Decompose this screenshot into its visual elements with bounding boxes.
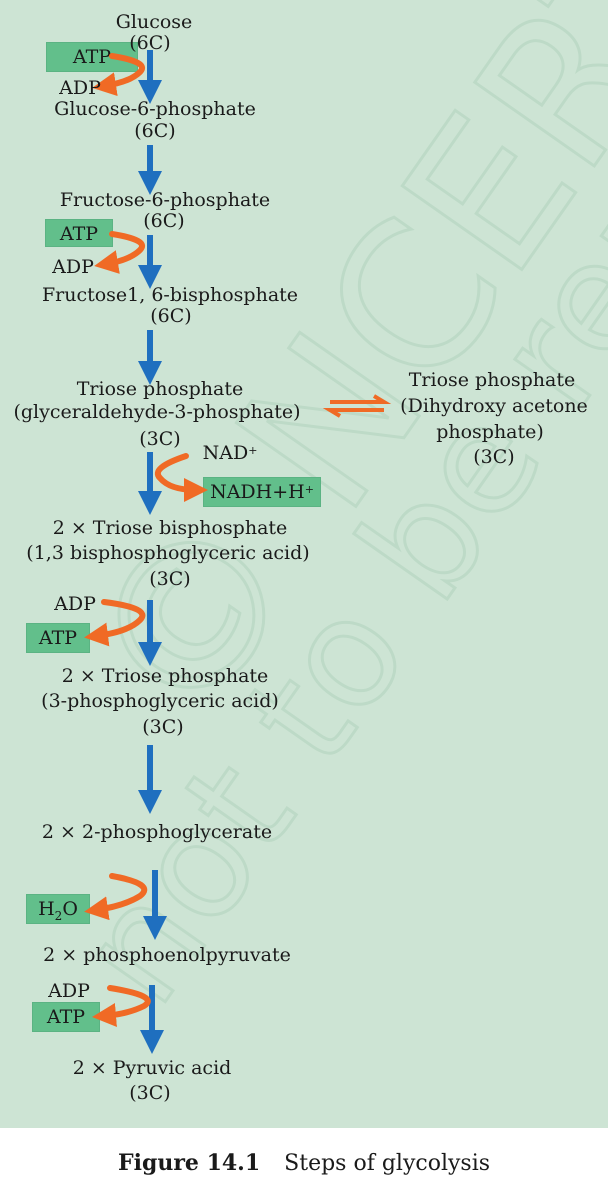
triose-right-line2: (Dihydroxy acetone bbox=[400, 395, 588, 417]
bisphos-carbons: (3C) bbox=[149, 568, 191, 590]
triose-right-carbons: (3C) bbox=[473, 446, 515, 468]
triose-right-line3: phosphate) bbox=[436, 421, 544, 443]
triose-left-line2: (glyceraldehyde-3-phosphate) bbox=[13, 401, 301, 423]
adp-label-3: ADP bbox=[54, 593, 96, 615]
figure-caption: Figure 14.1 Steps of glycolysis bbox=[0, 1150, 608, 1176]
nad-text: NAD bbox=[202, 442, 249, 464]
figure-number: Figure 14.1 bbox=[117, 1150, 261, 1176]
arrows-layer bbox=[84, 50, 392, 1054]
pep-label: 2 × phosphoenolpyruvate bbox=[43, 944, 291, 966]
side-arrow-3 bbox=[154, 453, 208, 502]
h2o-h: H bbox=[38, 898, 55, 920]
glucose-label: Glucose bbox=[115, 11, 193, 33]
nadh-sup: + bbox=[304, 483, 314, 496]
tp2-line2: (3-phosphoglyceric acid) bbox=[41, 690, 279, 712]
f16bp-label: Fructose1, 6-bisphosphate bbox=[41, 284, 299, 306]
nadh-label: NADH+H bbox=[210, 481, 305, 503]
adp-label-2: ADP bbox=[52, 256, 94, 278]
equilibrium-arrows bbox=[322, 394, 392, 418]
diagram-panel bbox=[0, 0, 608, 1128]
f6p-label: Fructose-6-phosphate bbox=[59, 189, 271, 211]
bisphos-line2: (1,3 bisphosphoglyceric acid) bbox=[26, 542, 310, 564]
atp-label: ATP bbox=[46, 1006, 86, 1028]
atp-box-3: ATP bbox=[27, 624, 89, 652]
h2o-sub: 2 bbox=[54, 908, 63, 923]
atp-label: ATP bbox=[72, 46, 112, 68]
side-arrow-2 bbox=[94, 231, 145, 274]
atp-box-4: ATP bbox=[33, 1003, 99, 1031]
bisphos-line1: 2 × Triose bisphosphate bbox=[52, 517, 288, 539]
nad-sup: + bbox=[248, 444, 258, 457]
triose-right-line1: Triose phosphate bbox=[408, 369, 576, 391]
h2o-box: H2O bbox=[27, 895, 89, 923]
g6p-carbons: (6C) bbox=[134, 120, 176, 142]
side-arrow-6 bbox=[92, 985, 151, 1027]
atp-label: ATP bbox=[59, 223, 99, 245]
triose-left-carbons: (3C) bbox=[139, 428, 181, 450]
side-arrow-5 bbox=[84, 873, 148, 921]
glucose-carbons: (6C) bbox=[129, 32, 171, 54]
f16bp-carbons: (6C) bbox=[150, 305, 192, 327]
watermark: © NCERT not to be republished bbox=[40, 0, 608, 1035]
pg2-label: 2 × 2-phosphoglycerate bbox=[41, 821, 273, 843]
adp-label-4: ADP bbox=[48, 980, 90, 1002]
atp-box-2: ATP bbox=[46, 220, 112, 246]
atp-label: ATP bbox=[38, 627, 78, 649]
side-arrow-4 bbox=[84, 599, 146, 647]
g6p-label: Glucose-6-phosphate bbox=[54, 98, 256, 120]
tp2-line1: 2 × Triose phosphate bbox=[61, 665, 269, 687]
h2o-o: O bbox=[62, 898, 78, 920]
tp2-carbons: (3C) bbox=[142, 716, 184, 738]
nadh-box: NADH+H+ bbox=[204, 478, 320, 506]
adp-label-1: ADP bbox=[59, 77, 101, 99]
nad-label: NAD+ bbox=[200, 442, 260, 464]
f6p-carbons: (6C) bbox=[143, 210, 185, 232]
pyruvate-carbons: (3C) bbox=[129, 1082, 171, 1104]
figure-title: Steps of glycolysis bbox=[284, 1151, 491, 1176]
side-arrow-1 bbox=[92, 53, 145, 97]
pyruvate-label: 2 × Pyruvic acid bbox=[72, 1057, 232, 1079]
triose-left-line1: Triose phosphate bbox=[76, 378, 244, 400]
